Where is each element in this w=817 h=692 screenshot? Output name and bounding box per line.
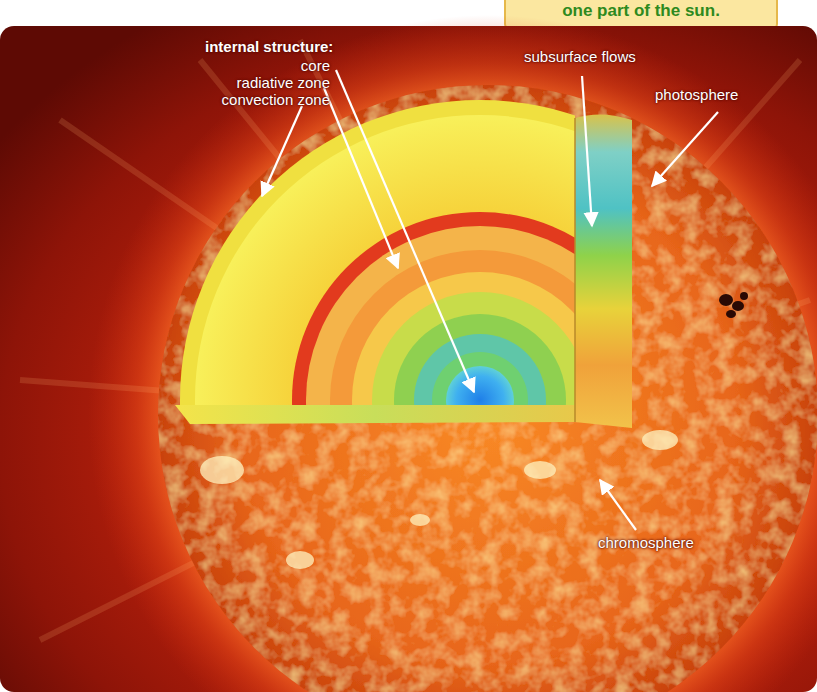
- sun-surface: [158, 85, 817, 692]
- part-label: subsurface flows: [524, 48, 636, 65]
- cut-floor: [175, 405, 575, 424]
- part-label: radiative zone: [237, 74, 330, 91]
- subsurface-face: [575, 114, 632, 428]
- part-label: photosphere: [655, 86, 738, 103]
- callout-text: one part of the sun.: [562, 1, 720, 21]
- part-label: convection zone: [222, 91, 330, 108]
- corona-glow: [88, 15, 817, 692]
- part-label: chromosphere: [598, 534, 694, 551]
- cut-edge: [574, 118, 576, 422]
- part-label: core: [301, 57, 330, 74]
- sunspots: [719, 292, 748, 318]
- leader-lines: [262, 70, 718, 530]
- cutaway-interior: [180, 100, 575, 405]
- structure-heading: internal structure:: [205, 38, 333, 55]
